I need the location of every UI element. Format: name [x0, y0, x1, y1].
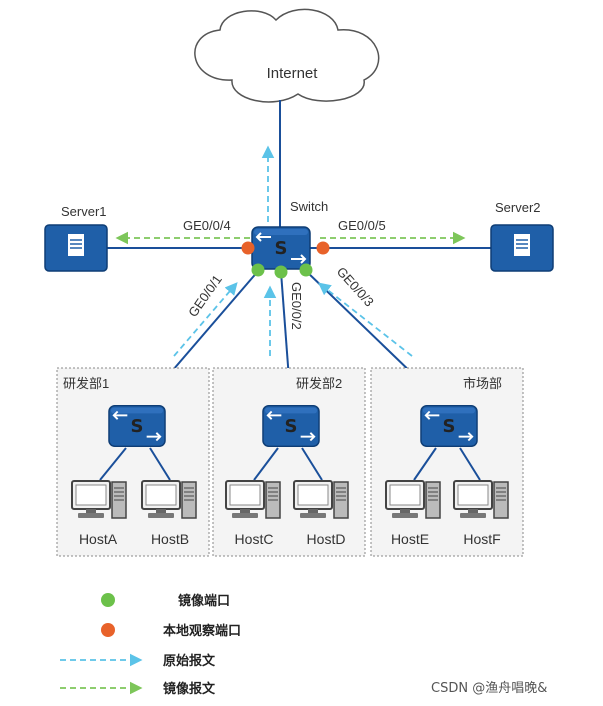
- server2-label: Server2: [495, 200, 541, 215]
- dept-switch-2: S: [262, 404, 320, 448]
- server1: Server1: [44, 204, 108, 272]
- dept-switch-1-icon-text: S: [131, 416, 144, 437]
- host-label-c: HostC: [235, 531, 274, 547]
- port-label-ge4: GE0/0/4: [183, 218, 231, 233]
- legend-observe-port-dot: [101, 623, 115, 637]
- dept-box-3: [370, 367, 524, 557]
- legend-original-label: 原始报文: [163, 653, 216, 669]
- host-label-e: HostE: [391, 531, 429, 547]
- core-switch-icon-text: S: [275, 238, 288, 259]
- dept-label-2: 研发部2: [296, 376, 342, 391]
- original-arrow-dept1: [173, 282, 238, 357]
- host-label-b: HostB: [151, 531, 189, 547]
- dept-box-1: [56, 367, 210, 557]
- mirror-port-dot-ge1: [251, 263, 265, 277]
- mirror-port-dot-ge2: [274, 265, 288, 279]
- hosts: HostA HostB HostC HostD HostE HostF: [71, 480, 509, 547]
- access-links: [99, 447, 481, 481]
- legend-mirror-port-label: 镜像端口: [178, 593, 230, 609]
- legend-mirror-port-dot: [101, 593, 115, 607]
- port-markers: [241, 241, 330, 279]
- observe-port-dot-ge4: [241, 241, 255, 255]
- dept-switch-3: S: [420, 404, 478, 448]
- host-label-d: HostD: [307, 531, 346, 547]
- dept-switch-1: S: [108, 404, 166, 448]
- switch-label: Switch: [290, 199, 328, 214]
- dept-switch-3-icon-text: S: [443, 416, 456, 437]
- port-label-ge1: GE0/0/1: [185, 272, 225, 320]
- dept-switch-2-icon-text: S: [285, 416, 298, 437]
- internet-cloud: Internet: [194, 8, 380, 103]
- observe-port-dot-ge5: [316, 241, 330, 255]
- traffic-arrows: [115, 145, 466, 357]
- legend-mirror-label: 镜像报文: [163, 681, 216, 697]
- legend-observe-port-label: 本地观察端口: [163, 623, 241, 639]
- port-label-ge5: GE0/0/5: [338, 218, 386, 233]
- department-boxes: 研发部1 研发部2 市场部: [56, 367, 524, 557]
- watermark: CSDN @渔舟唱晚&: [431, 681, 547, 696]
- dept-label-3: 市场部: [463, 376, 502, 391]
- server2: Server2: [490, 200, 554, 272]
- host-label-f: HostF: [463, 531, 500, 547]
- port-label-ge2: GE0/0/2: [289, 282, 304, 330]
- dept-box-2: [212, 367, 366, 557]
- dept-label-1: 研发部1: [63, 376, 109, 391]
- mirror-port-dot-ge3: [299, 263, 313, 277]
- server1-label: Server1: [61, 204, 107, 219]
- internet-label: Internet: [267, 65, 319, 82]
- host-label-a: HostA: [79, 531, 118, 547]
- legend: 镜像端口 本地观察端口 原始报文 镜像报文: [60, 593, 241, 697]
- core-switch: S Switch: [251, 199, 328, 270]
